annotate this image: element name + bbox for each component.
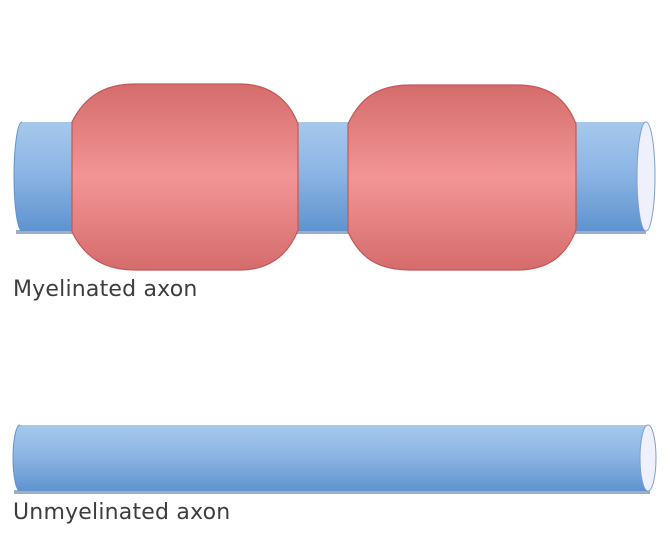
unmyelinated-axon-shadow bbox=[14, 490, 650, 494]
myelinated-axon-right-end-face bbox=[636, 121, 656, 232]
myelinated-axon-shadow bbox=[16, 230, 646, 234]
unmyelinated-axon-core bbox=[13, 425, 648, 491]
myelin-sheath-segment-2 bbox=[347, 84, 577, 271]
unmyelinated-axon-label: Unmyelinated axon bbox=[13, 500, 231, 525]
myelinated-axon-label: Myelinated axon bbox=[13, 277, 198, 302]
unmyelinated-axon-left-end bbox=[12, 424, 21, 492]
unmyelinated-axon-right-end-face bbox=[639, 424, 657, 492]
myelinated-axon-left-end bbox=[13, 121, 23, 232]
unmyelinated-axon bbox=[12, 424, 657, 494]
myelinated-axon bbox=[13, 83, 656, 271]
myelin-sheath-segment-1 bbox=[71, 83, 299, 271]
